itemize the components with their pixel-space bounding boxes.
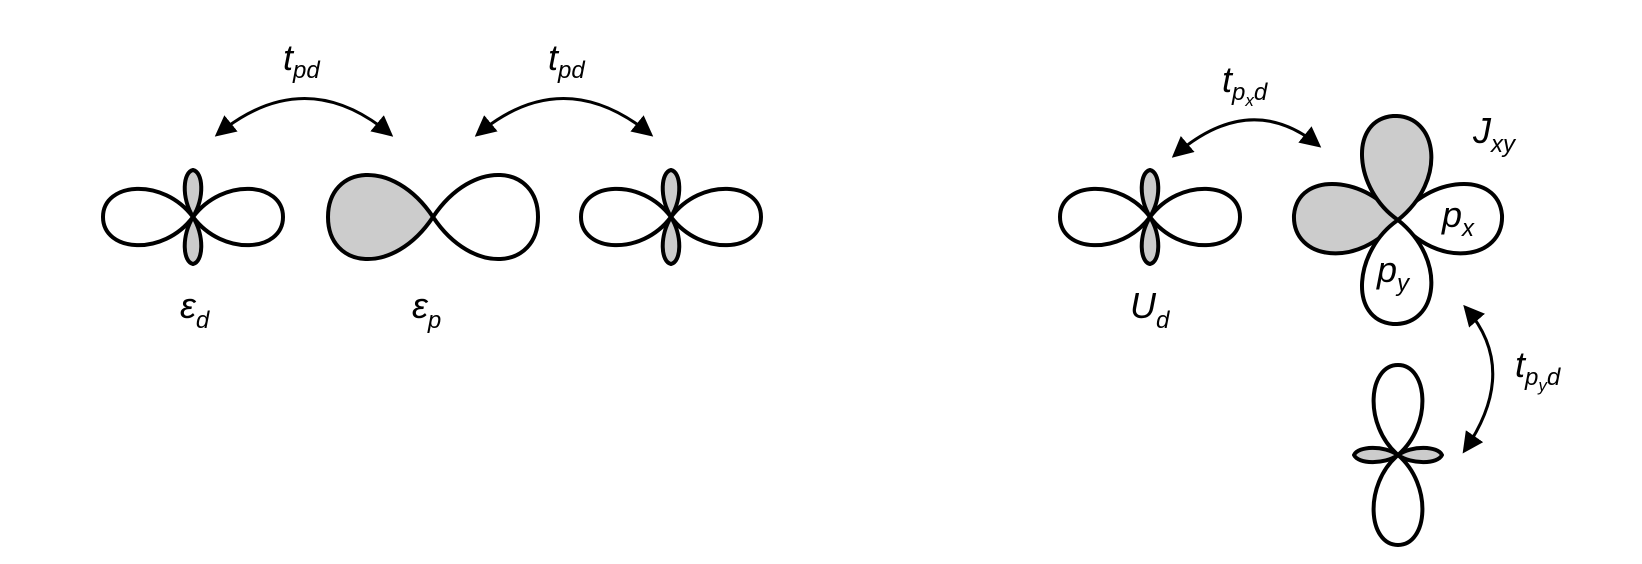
- label-onsite-d: εd: [180, 285, 210, 334]
- d-orbital-cluster: [1058, 168, 1242, 266]
- d-orbital-right: [579, 168, 763, 266]
- label-onsite-p: εp: [412, 285, 441, 334]
- label-hop-1: tpd: [283, 37, 320, 84]
- hopping-arrow-px: [1171, 118, 1322, 158]
- label-orbital-px: px: [1441, 194, 1475, 242]
- label-hop-2: tpd: [548, 37, 585, 84]
- label-hubbard-u: Ud: [1130, 285, 1170, 334]
- label-orbital-py: py: [1376, 249, 1411, 297]
- label-hop-py: tpyd: [1515, 344, 1561, 395]
- d-orbital-left: [101, 168, 285, 266]
- p-orbital-cluster: [1291, 113, 1505, 327]
- hopping-arrow-py: [1462, 304, 1495, 454]
- p-orbital-center: [326, 173, 540, 261]
- hopping-arrow-right: [474, 97, 654, 137]
- label-hop-px: tpxd: [1222, 59, 1268, 110]
- hopping-arrow-left: [214, 97, 394, 137]
- label-hund-coupling: Jxy: [1472, 110, 1517, 158]
- d-orbital-bottom: [1352, 363, 1444, 547]
